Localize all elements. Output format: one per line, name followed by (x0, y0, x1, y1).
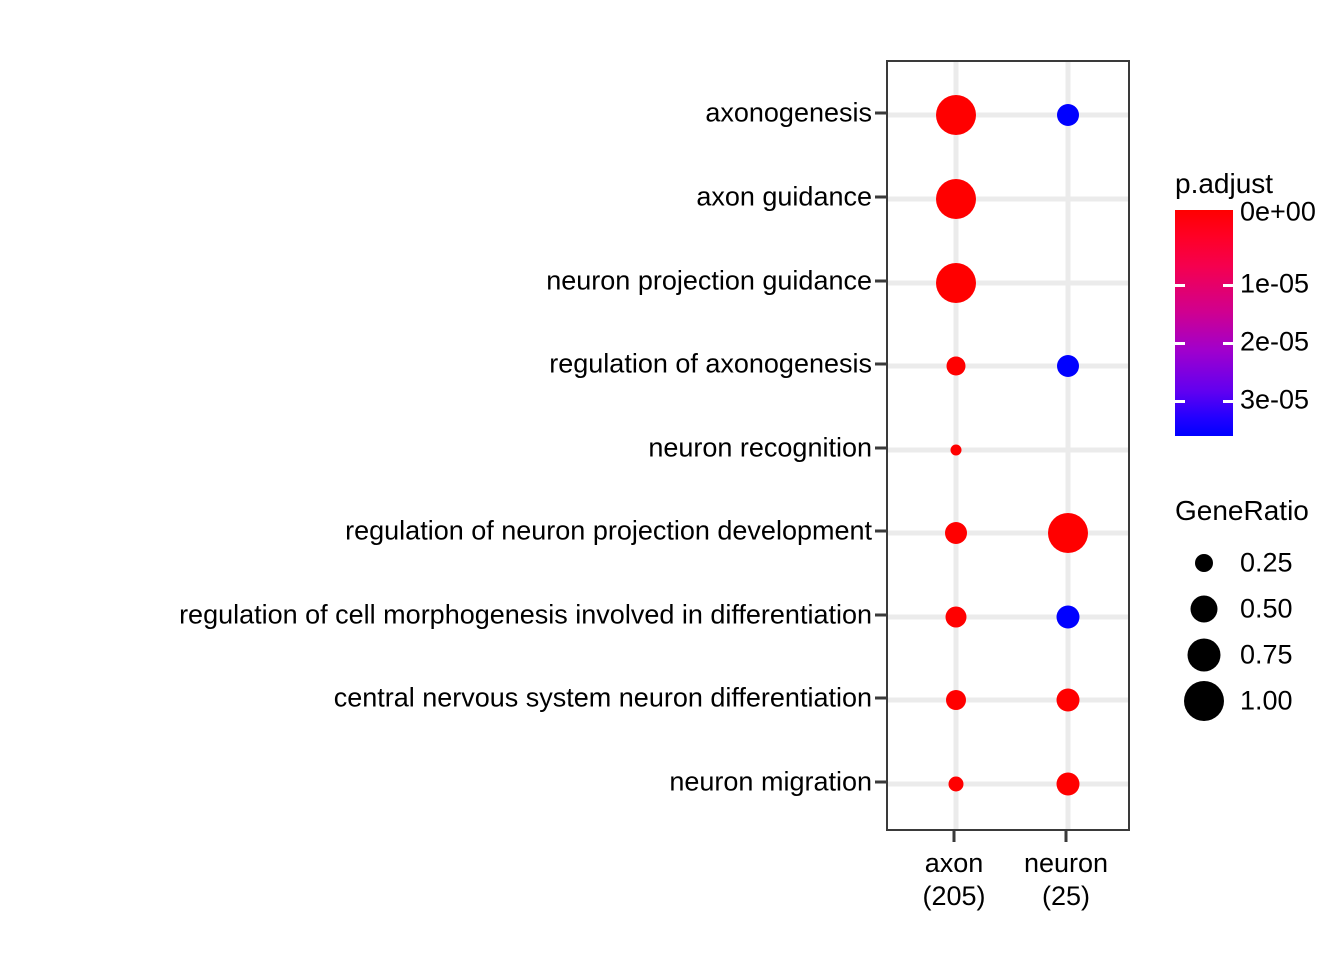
y-axis-tick (875, 195, 886, 199)
data-point[interactable] (945, 522, 967, 544)
colorbar-tick (1223, 284, 1233, 287)
data-point[interactable] (1056, 688, 1080, 712)
data-point[interactable] (1057, 355, 1079, 377)
x-axis-label-name: neuron (1023, 848, 1109, 878)
y-axis-label: axon guidance (696, 181, 872, 212)
y-axis-tick (875, 613, 886, 617)
generatio-legend-dot[interactable] (1190, 595, 1218, 623)
padjust-tick-label: 0e+00 (1240, 196, 1316, 227)
data-point[interactable] (950, 444, 962, 456)
y-axis-tick (875, 446, 886, 450)
generatio-legend-label: 1.00 (1240, 685, 1293, 716)
horizontal-gridline (888, 280, 1128, 286)
y-axis-label: neuron migration (669, 766, 872, 797)
generatio-legend-title: GeneRatio (1175, 495, 1309, 526)
colorbar-tick (1175, 400, 1185, 403)
padjust-tick-label: 3e-05 (1240, 384, 1310, 415)
horizontal-gridline (888, 614, 1128, 620)
padjust-legend-title: p.adjust (1175, 168, 1274, 199)
generatio-legend-label: 0.25 (1240, 547, 1293, 578)
data-point[interactable] (1048, 513, 1088, 553)
plot-panel (886, 60, 1130, 831)
horizontal-gridline (888, 781, 1128, 787)
generatio-legend-dot[interactable] (1184, 681, 1224, 721)
data-point[interactable] (936, 95, 976, 135)
y-axis-tick (875, 362, 886, 366)
data-point[interactable] (1057, 104, 1079, 126)
x-axis-label-count: (25) (1041, 881, 1091, 911)
y-axis-label: regulation of axonogenesis (549, 348, 872, 379)
horizontal-gridline (888, 112, 1128, 118)
data-point[interactable] (936, 263, 976, 303)
colorbar-tick (1175, 284, 1185, 287)
colorbar-tick (1175, 342, 1185, 345)
padjust-colorbar (1175, 210, 1233, 436)
y-axis-label: neuron recognition (648, 432, 872, 463)
generatio-legend-label: 0.75 (1240, 639, 1293, 670)
data-point[interactable] (1056, 772, 1080, 796)
generatio-legend-dot[interactable] (1187, 638, 1221, 672)
data-point[interactable] (946, 690, 966, 710)
data-point[interactable] (945, 606, 967, 628)
y-axis-tick (875, 279, 886, 283)
x-axis-label-count: (205) (922, 881, 986, 911)
x-axis-tick (952, 831, 956, 842)
padjust-tick-label: 2e-05 (1240, 326, 1310, 357)
horizontal-gridline (888, 697, 1128, 703)
y-axis-label: regulation of neuron projection developm… (345, 515, 872, 546)
horizontal-gridline (888, 447, 1128, 453)
x-axis-label: axon(205) (922, 847, 985, 913)
vertical-gridline (1065, 62, 1071, 829)
y-axis-label: central nervous system neuron differenti… (333, 682, 872, 713)
x-axis-tick (1064, 831, 1068, 842)
x-axis-label-name: axon (924, 848, 984, 878)
data-point[interactable] (1056, 605, 1080, 629)
y-axis-tick (875, 696, 886, 700)
horizontal-gridline (888, 363, 1128, 369)
generatio-legend-label: 0.50 (1240, 593, 1293, 624)
colorbar-tick (1223, 400, 1233, 403)
data-point[interactable] (948, 776, 964, 792)
data-point[interactable] (936, 179, 976, 219)
y-axis-label: axonogenesis (705, 97, 872, 128)
generatio-legend-dot[interactable] (1195, 554, 1213, 572)
padjust-tick-label: 1e-05 (1240, 268, 1310, 299)
data-point[interactable] (946, 356, 966, 376)
y-axis-label: neuron projection guidance (546, 265, 872, 296)
x-axis-label: neuron(25) (1024, 847, 1108, 913)
colorbar-tick (1223, 342, 1233, 345)
y-axis-tick (875, 780, 886, 784)
y-axis-tick (875, 111, 886, 115)
y-axis-tick (875, 529, 886, 533)
horizontal-gridline (888, 196, 1128, 202)
y-axis-label: regulation of cell morphogenesis involve… (179, 599, 872, 630)
horizontal-gridline (888, 530, 1128, 536)
